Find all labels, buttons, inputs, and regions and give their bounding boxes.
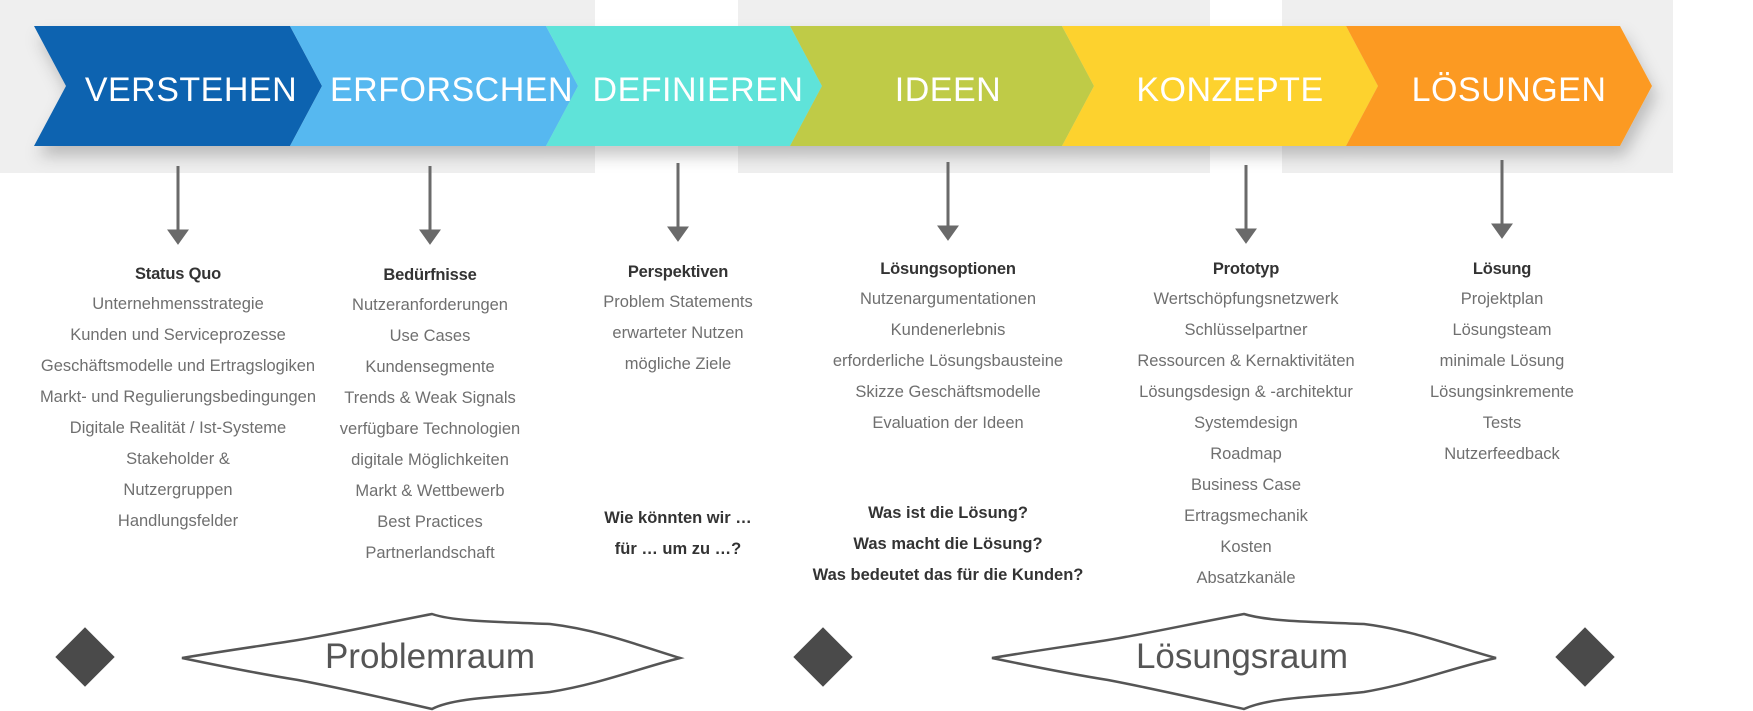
- list-item: Use Cases: [389, 327, 471, 345]
- column-heading: Lösung: [1472, 260, 1532, 278]
- problemraum-arrow-shape: [181, 612, 685, 711]
- arrow-down-icon: [1491, 160, 1513, 239]
- list-item: Tests: [1482, 414, 1522, 432]
- list-item: Projektplan: [1460, 290, 1544, 308]
- column-heading: Perspektiven: [627, 263, 729, 281]
- list-item: Lösungsteam: [1452, 321, 1552, 339]
- list-item: Lösungsinkremente: [1429, 383, 1574, 401]
- list-item: Roadmap: [1210, 445, 1282, 463]
- list-item: digitale Möglichkeiten: [351, 451, 509, 469]
- chevron-konzepte: [1062, 26, 1378, 146]
- column-konzepte: Prototyp Wertschöpfungsnetzwerk Schlüsse…: [1106, 254, 1386, 594]
- list-item: Problem Statements: [603, 293, 753, 311]
- question-line: Was bedeutet das für die Kunden?: [812, 566, 1084, 584]
- column-definieren: Perspektiven Problem Statements erwartet…: [578, 257, 778, 380]
- loesungsraum-arrow-shape: [991, 612, 1497, 711]
- questions-ideen: Was ist die Lösung? Was macht die Lösung…: [798, 498, 1098, 591]
- column-erforschen: Bedürfnisse Nutzeranforderungen Use Case…: [320, 260, 540, 569]
- list-item: Nutzergruppen: [123, 481, 233, 499]
- column-ideen: Lösungsoptionen Nutzenargumentationen Ku…: [808, 254, 1088, 439]
- arrow-down-icon: [419, 166, 441, 245]
- chevron-ideen: [790, 26, 1094, 146]
- loesungsraum-label: Lösungsraum: [1135, 637, 1349, 676]
- list-item: Ressourcen & Kernaktivitäten: [1137, 352, 1355, 370]
- question-line: Was macht die Lösung?: [853, 535, 1043, 553]
- list-item: Nutzerfeedback: [1444, 445, 1560, 463]
- list-item: Kosten: [1220, 538, 1272, 556]
- list-item: Lösungsdesign & -architektur: [1139, 383, 1353, 401]
- problemraum-label: Problemraum: [324, 637, 536, 676]
- stage-label-konzepte: KONZEPTE: [1136, 71, 1324, 109]
- list-item: Evaluation der Ideen: [872, 414, 1024, 432]
- list-item: Markt & Wettbewerb: [355, 482, 505, 500]
- chevron-erforschen: [290, 26, 578, 146]
- list-item: Business Case: [1190, 476, 1302, 494]
- list-item: Best Practices: [377, 513, 483, 531]
- list-item: Partnerlandschaft: [365, 544, 495, 562]
- column-verstehen: Status Quo Unternehmensstrategie Kunden …: [28, 259, 328, 537]
- list-item: Wertschöpfungsnetzwerk: [1153, 290, 1339, 308]
- list-item: Handlungsfelder: [117, 512, 239, 530]
- stage-label-verstehen: VERSTEHEN: [84, 71, 298, 109]
- list-item: Kundenerlebnis: [890, 321, 1006, 339]
- question-line: Wie könnten wir …: [604, 509, 752, 527]
- arrow-down-icon: [667, 163, 689, 242]
- column-heading: Prototyp: [1212, 260, 1280, 278]
- list-item: minimale Lösung: [1439, 352, 1565, 370]
- list-item: Stakeholder &: [126, 450, 230, 468]
- arrow-down-icon: [167, 166, 189, 245]
- list-item: Schlüsselpartner: [1184, 321, 1308, 339]
- list-item: Trends & Weak Signals: [344, 389, 516, 407]
- list-item: Absatzkanäle: [1196, 569, 1296, 587]
- questions-definieren: Wie könnten wir … für … um zu …?: [578, 503, 778, 565]
- stage-label-ideen: IDEEN: [894, 71, 1002, 109]
- question-line: für … um zu …?: [614, 540, 742, 558]
- chevron-loesungen: [1346, 26, 1652, 146]
- column-loesungen: Lösung Projektplan Lösungsteam minimale …: [1392, 254, 1612, 470]
- question-line: Was ist die Lösung?: [868, 504, 1028, 522]
- list-item: Digitale Realität / Ist-Systeme: [69, 419, 287, 437]
- list-item: Skizze Geschäftsmodelle: [855, 383, 1041, 401]
- list-item: Kunden und Serviceprozesse: [70, 326, 286, 344]
- list-item: Kundensegmente: [365, 358, 495, 376]
- stage-label-loesungen: LÖSUNGEN: [1411, 71, 1607, 109]
- chevron-definieren: [546, 26, 822, 146]
- stage-label-definieren: DEFINIEREN: [592, 71, 804, 109]
- list-item: Nutzeranforderungen: [352, 296, 508, 314]
- arrow-down-icon: [937, 162, 959, 241]
- list-item: Markt- und Regulierungsbedingungen: [39, 388, 317, 406]
- list-item: Unternehmensstrategie: [92, 295, 264, 313]
- chevron-verstehen: [34, 26, 322, 146]
- arrow-down-icon: [1235, 165, 1257, 244]
- list-item: Geschäftsmodelle und Ertragslogiken: [40, 357, 316, 375]
- column-heading: Status Quo: [134, 265, 221, 283]
- list-item: Ertragsmechanik: [1184, 507, 1308, 525]
- list-item: Nutzenargumentationen: [859, 290, 1037, 308]
- list-item: mögliche Ziele: [624, 355, 732, 373]
- list-item: Systemdesign: [1194, 414, 1298, 432]
- column-heading: Lösungsoptionen: [880, 260, 1016, 278]
- list-item: verfügbare Technologien: [339, 420, 521, 438]
- column-heading: Bedürfnisse: [383, 266, 477, 284]
- list-item: erforderliche Lösungsbausteine: [832, 352, 1064, 370]
- stage-label-erforschen: ERFORSCHEN: [330, 71, 574, 109]
- list-item: erwarteter Nutzen: [612, 324, 744, 342]
